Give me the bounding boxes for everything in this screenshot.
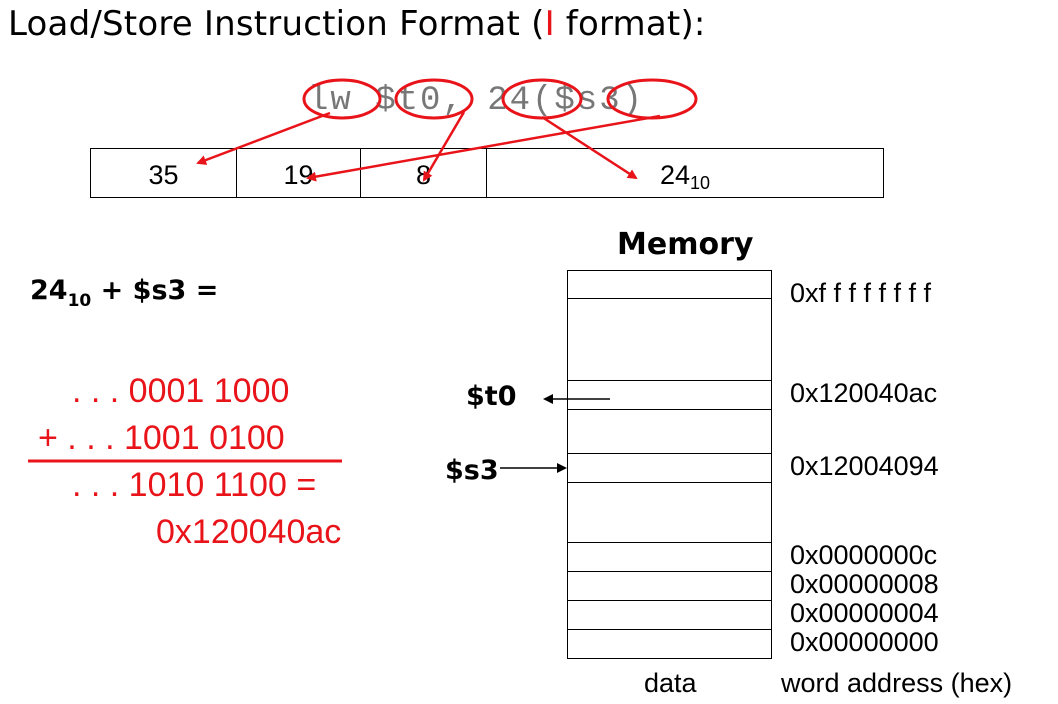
memory-divider [568,482,771,483]
field-imm-sub: 10 [690,172,711,193]
register-t0: $t0 [466,381,517,412]
address-top: 0xf f f f f f f f [790,278,932,308]
arrow-op [196,111,331,165]
field-op-value: 35 [148,159,179,190]
register-s3: $s3 [445,455,499,486]
eq-sub: 10 [67,291,92,311]
memory-divider [568,409,771,410]
address-s3: 0x12004094 [790,451,939,481]
slide-title: Load/Store Instruction Format (I format)… [8,4,706,44]
memory-divider [568,629,771,630]
title-suffix: format): [554,4,706,44]
memory-divider [568,380,771,381]
memory-divider [568,542,771,543]
arrow-imm [541,115,638,180]
data-label: data [644,668,697,698]
highlight-ellipse-op [302,78,382,120]
address-8: 0x00000008 [790,569,939,599]
binary-line-3: . . . 1010 1100 = [72,466,317,504]
eq-base: 24 [30,275,68,306]
field-op: 35 [91,149,237,197]
arrow-rs [306,114,661,182]
address-4: 0x00000004 [790,598,939,628]
field-imm-value: 24 [659,159,690,190]
highlight-ellipse-rs [606,78,698,120]
address-c: 0x0000000c [790,540,938,570]
title-prefix: Load/Store Instruction Format ( [8,4,545,44]
memory-block [567,270,772,659]
address-equation: 2410 + $s3 = [30,275,219,311]
arrow-rt [422,111,466,182]
highlight-ellipse-rt [394,78,474,120]
memory-title: Memory [617,227,754,262]
memory-divider [568,298,771,299]
address-t0: 0x120040ac [790,378,938,408]
memory-divider [568,600,771,601]
binary-result: 0x120040ac [156,513,342,551]
highlight-ellipse-imm [501,78,583,120]
address-label: word address (hex) [781,668,1013,698]
binary-line-2: + . . . 1001 0100 [38,419,285,457]
memory-divider [568,571,771,572]
address-0: 0x00000000 [790,627,939,657]
memory-divider [568,453,771,454]
title-highlight: I [544,4,555,44]
eq-rest: + $s3 = [91,275,219,306]
binary-line-1: . . . 0001 1000 [72,372,290,410]
